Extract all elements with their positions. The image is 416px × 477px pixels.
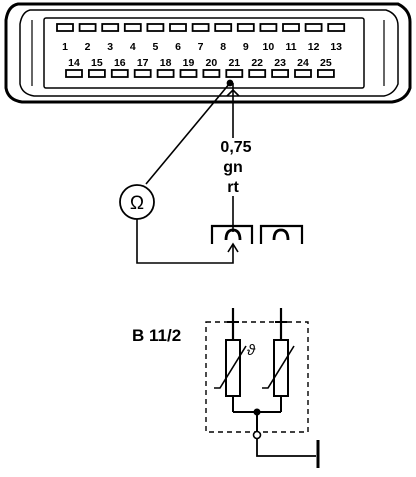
- pin-19-number: 19: [183, 57, 195, 69]
- pin-18-number: 18: [160, 57, 172, 69]
- pin-11-number: 11: [285, 41, 296, 53]
- socket-1-housing: [210, 224, 254, 244]
- ntc-resistor-2-slope: [262, 345, 295, 389]
- pin-8-number: 8: [220, 41, 226, 53]
- pin-9-contact: [236, 23, 255, 32]
- pin-22-contact: [248, 69, 267, 78]
- socket-1-contact: [224, 228, 242, 241]
- socket-2-housing: [259, 224, 304, 244]
- pin-21-contact: [225, 69, 244, 78]
- theta-symbol: ϑ: [247, 342, 256, 359]
- pin-23-contact: [271, 69, 290, 78]
- ground-terminal: [252, 430, 262, 440]
- pin-1-number: 1: [62, 41, 68, 53]
- sensor-label: B 11/2: [132, 326, 181, 345]
- pin-22-number: 22: [251, 57, 263, 69]
- pin-16-contact: [110, 69, 129, 78]
- pin-25-contact: [316, 69, 335, 78]
- pin-19-contact: [179, 69, 198, 78]
- pin-3-number: 3: [107, 41, 113, 53]
- housing-outer: [4, 2, 412, 104]
- pin-13-contact: [327, 23, 346, 32]
- pin-3-contact: [101, 23, 120, 32]
- pin-2-number: 2: [85, 41, 91, 53]
- pin-12-contact: [304, 23, 323, 32]
- wire-color-1: gn: [223, 159, 243, 176]
- meter-return-wire: [136, 219, 234, 264]
- sensor-b11-2: [205, 308, 320, 468]
- pin-25-number: 25: [320, 57, 332, 69]
- pin-12-number: 12: [308, 41, 320, 53]
- housing-inner: [19, 9, 399, 97]
- pin-10-contact: [259, 23, 278, 32]
- return-wire-arrow: [227, 242, 239, 253]
- pin-8-contact: [214, 23, 233, 32]
- pin-23-number: 23: [274, 57, 286, 69]
- pin-11-contact: [282, 23, 300, 32]
- pin-24-contact: [294, 69, 312, 78]
- ground-wire: [256, 439, 316, 457]
- pin-24-number: 24: [297, 57, 309, 69]
- pin-9-number: 9: [243, 41, 249, 53]
- housing-pin-frame: [43, 17, 365, 89]
- wire-to-meter: [145, 82, 231, 185]
- pin-6-contact: [169, 23, 187, 32]
- pin-20-contact: [202, 69, 221, 78]
- pin-5-number: 5: [152, 41, 158, 53]
- pin-10-number: 10: [263, 41, 275, 53]
- pin-4-number: 4: [130, 41, 136, 53]
- wire-tail-arrow: [226, 88, 240, 97]
- wire-cross-section: 0,75: [220, 139, 251, 156]
- ohmmeter: Ω: [119, 184, 155, 220]
- pin-4-contact: [123, 23, 142, 32]
- socket-connector: [210, 224, 304, 244]
- pin-7-contact: [191, 23, 210, 32]
- pin-13-number: 13: [330, 41, 342, 53]
- pin-20-number: 20: [206, 57, 218, 69]
- pin-17-number: 17: [137, 57, 149, 69]
- pin-15-number: 15: [91, 57, 103, 69]
- pin-6-number: 6: [175, 41, 181, 53]
- pin-17-contact: [133, 69, 152, 78]
- pin-7-number: 7: [198, 41, 204, 53]
- pin-5-contact: [146, 23, 165, 32]
- pin-14-number: 14: [68, 57, 80, 69]
- pin-14-contact: [65, 69, 83, 78]
- pin-21-number: 21: [228, 57, 240, 69]
- pin-15-contact: [88, 69, 106, 78]
- pin-18-contact: [156, 69, 175, 78]
- socket-2-contact: [272, 228, 290, 241]
- ohm-symbol: Ω: [130, 193, 144, 214]
- pin-2-contact: [78, 23, 97, 32]
- ntc-resistor-1-slope: [214, 345, 247, 389]
- wire-color-2: rt: [227, 179, 239, 196]
- connector-housing: [4, 2, 412, 104]
- pin-1-contact: [56, 23, 74, 32]
- pin-16-number: 16: [114, 57, 126, 69]
- bottom-row-pins: 14 15 16 17 18 19 20 21 22 23 24 25: [65, 57, 335, 78]
